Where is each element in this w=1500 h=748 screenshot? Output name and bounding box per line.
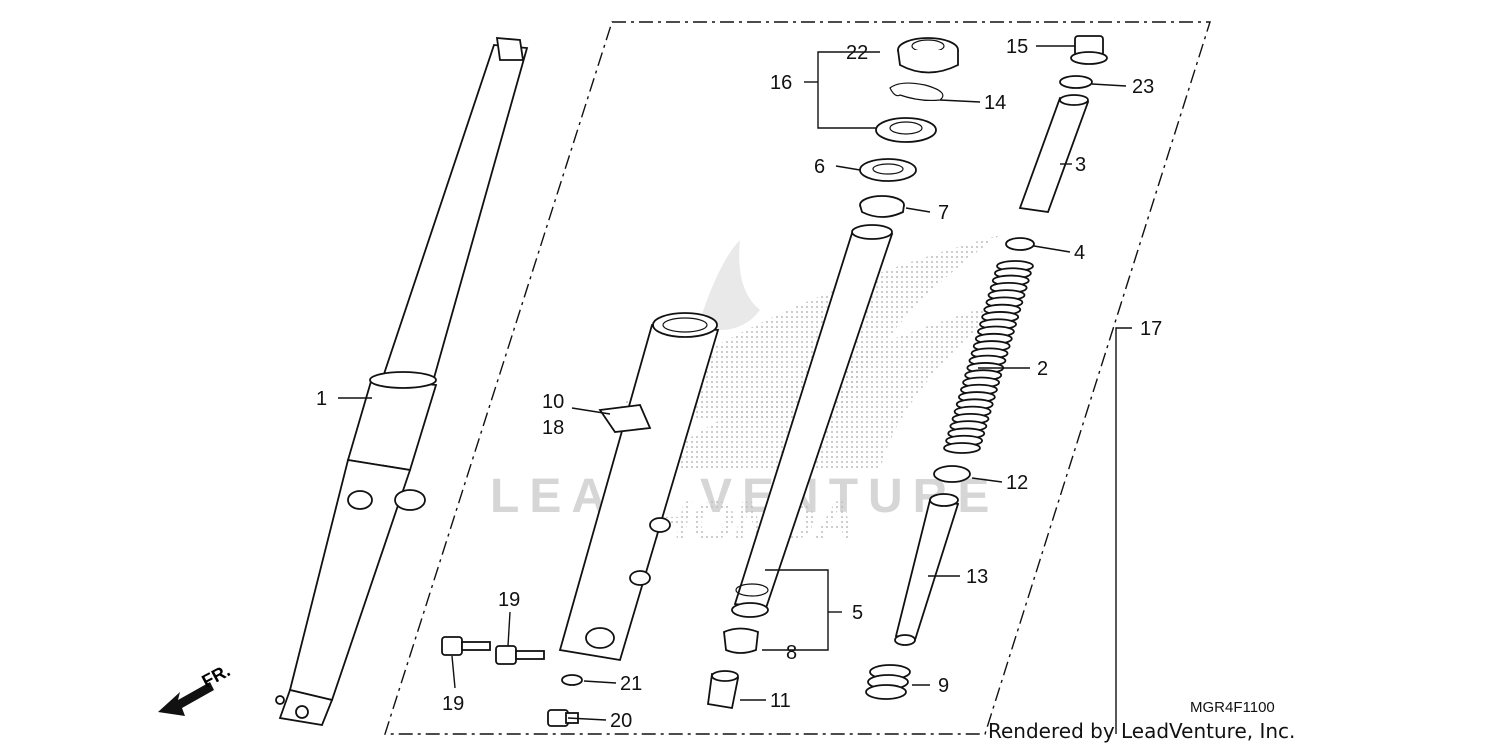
part-21-washer [561,674,583,686]
callout-8: 8 [786,642,797,664]
callout-9: 9 [938,675,949,697]
callout-13: 13 [966,566,988,588]
callout-6: 6 [814,156,825,178]
callout-19-top: 19 [498,589,520,611]
leader-lines [338,45,1132,734]
callout-labels: 1 2 3 4 5 6 7 8 9 10 11 12 13 14 15 16 1… [316,36,1162,732]
part-1-fork-assembly [275,37,529,727]
spring-coil [943,442,981,454]
part-16-oil-seal [875,117,937,143]
callout-16: 16 [770,72,792,94]
part-fork-slider [558,312,720,662]
part-19-bolt-left [441,636,491,656]
callout-20: 20 [610,710,632,732]
callout-12: 12 [1006,472,1028,494]
part-14-oil-seal-stopper [889,82,944,102]
callout-15: 15 [1006,36,1028,58]
part-15-fork-bolt [1070,35,1108,65]
callout-2: 2 [1037,358,1048,380]
part-5-fork-pipe [731,224,894,618]
render-credit: Rendered by LeadVenture, Inc. [988,719,1295,743]
callout-11: 11 [770,690,791,712]
callout-1: 1 [316,388,327,410]
part-13-fork-piston [894,493,960,646]
part-2-fork-spring [943,260,1034,454]
callout-21: 21 [620,673,642,695]
callout-23: 23 [1132,76,1154,98]
part-12-piston-ring [933,465,971,483]
part-3-spacer [1018,94,1090,213]
kit-boundary-frame [384,21,1211,735]
callout-7: 7 [938,202,949,224]
front-direction-arrow-icon [158,682,214,716]
callout-17: 17 [1140,318,1162,340]
callout-10: 10 [542,391,564,413]
callout-22: 22 [846,42,868,64]
callout-18: 18 [542,417,564,439]
part-8-oil-lock-piece [723,627,759,654]
drawing-code: MGR4F1100 [1190,699,1275,716]
callout-3: 3 [1075,154,1086,176]
callout-19-bottom: 19 [442,693,464,715]
callout-5: 5 [852,602,863,624]
callout-14: 14 [984,92,1006,114]
watermark-honda: HONDA [650,489,855,552]
part-19-bolt-right [495,645,545,665]
part-7-slide-bushing [859,195,905,218]
callout-4: 4 [1074,242,1085,264]
part-9-rebound-spring [865,664,911,700]
part-6-back-up-ring [859,158,917,182]
part-23-o-ring [1059,75,1093,89]
part-4-spring-seat [1005,237,1035,251]
part-11-collar [706,670,740,710]
part-22-dust-seal [897,37,959,74]
